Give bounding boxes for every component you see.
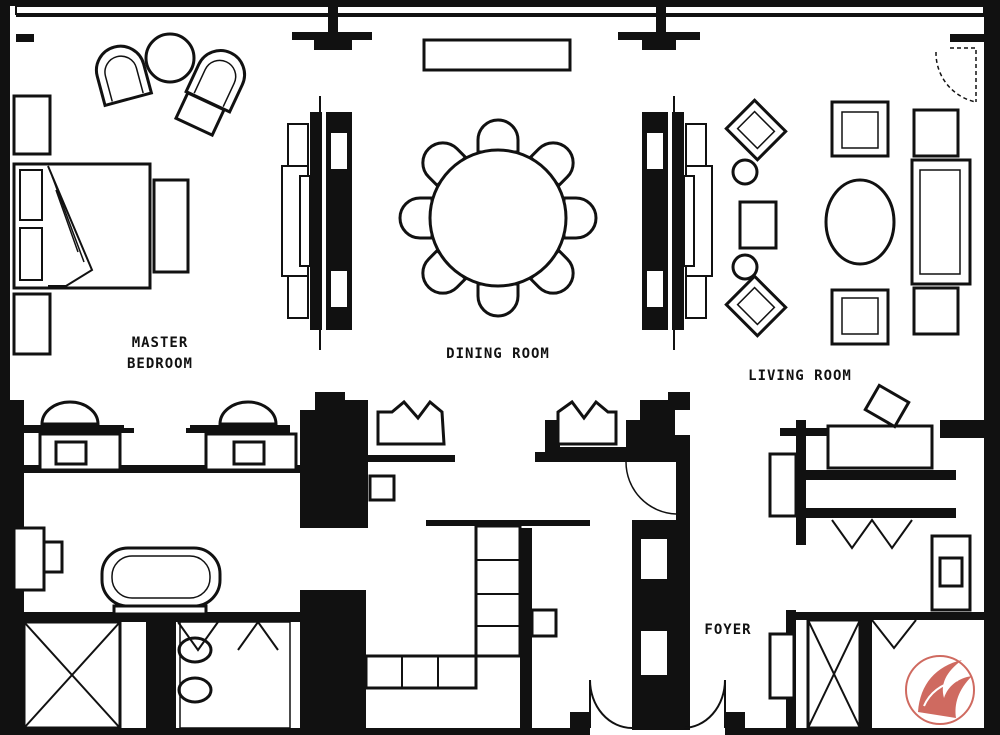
room-label-foyer: FOYER <box>704 622 751 638</box>
room-label-master-bedroom-line2: BEDROOM <box>127 356 193 372</box>
room-label-dining-room: DINING ROOM <box>446 346 550 362</box>
partition-right <box>642 96 713 350</box>
master-bath-fixtures <box>12 400 298 730</box>
living-room-furniture <box>724 47 977 346</box>
room-label-master-bedroom-line1: MASTER <box>132 335 189 351</box>
dining-room-furniture <box>398 38 598 318</box>
master-bedroom-furniture <box>12 32 246 356</box>
flame-logo-icon <box>905 655 975 725</box>
partition-left <box>281 96 352 350</box>
closets <box>364 383 972 730</box>
room-label-living-room: LIVING ROOM <box>748 368 852 384</box>
